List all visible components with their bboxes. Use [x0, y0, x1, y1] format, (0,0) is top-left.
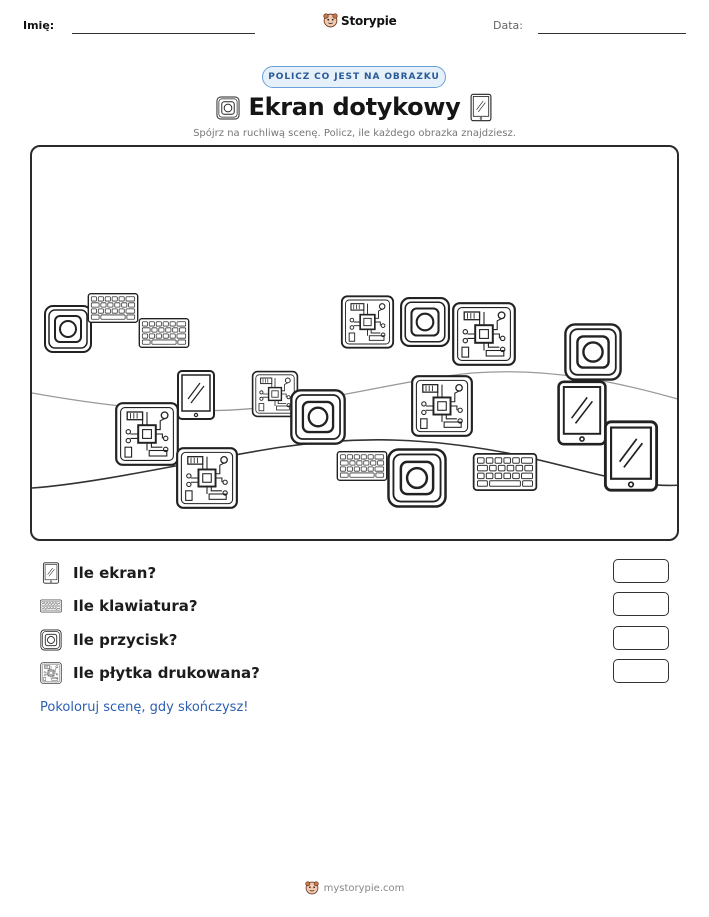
- date-field[interactable]: [538, 33, 686, 34]
- question-text: Ile ekran?: [73, 564, 157, 582]
- scene-keyboard: [336, 447, 388, 485]
- scene-circuit-board: [410, 374, 474, 438]
- circuit-board-icon: [40, 662, 62, 684]
- screen-icon: [470, 93, 492, 122]
- answer-box-circuit-board[interactable]: [613, 659, 669, 683]
- activity-badge: POLICZ CO JEST NA OBRAZKU: [262, 66, 446, 88]
- screen-icon: [40, 562, 62, 584]
- scene-button: [43, 304, 93, 354]
- footer-url[interactable]: mystorypie.com: [323, 882, 405, 894]
- instructions: Spójrz na ruchliwą scenę. Policz, ile ka…: [193, 128, 516, 139]
- scene-button: [289, 388, 347, 446]
- answer-box-button[interactable]: [613, 626, 669, 650]
- question-circuit-board: Ile płytka drukowana?: [40, 660, 260, 686]
- name-field[interactable]: [72, 33, 255, 34]
- brand-name: Storypie: [341, 13, 397, 28]
- scene-button: [386, 447, 448, 509]
- scene-screen: [602, 419, 660, 493]
- scene-circuit-board: [450, 301, 518, 367]
- page-title: Ekran dotykowy: [248, 93, 461, 121]
- answer-box-screen[interactable]: [613, 559, 669, 583]
- keyboard-icon: [40, 595, 62, 617]
- scene-button: [399, 296, 451, 348]
- scene-circuit-board: [340, 294, 395, 350]
- scene-screen: [176, 368, 216, 422]
- mascot-icon: [305, 881, 319, 895]
- counting-scene: [30, 145, 679, 541]
- mascot-icon: [323, 13, 338, 28]
- question-text: Ile klawiatura?: [73, 597, 198, 615]
- scene-circuit-board: [175, 446, 239, 510]
- footer: mystorypie.com: [0, 881, 709, 895]
- button-icon: [40, 629, 62, 651]
- scene-keyboard: [87, 290, 139, 326]
- scene-keyboard: [472, 450, 538, 494]
- question-screen: Ile ekran?: [40, 560, 156, 586]
- brand-logo: Storypie: [323, 13, 397, 28]
- question-text: Ile płytka drukowana?: [73, 664, 260, 682]
- scene-screen: [556, 379, 608, 447]
- name-label: Imię:: [23, 19, 55, 32]
- answer-box-keyboard[interactable]: [613, 592, 669, 616]
- scene-button: [563, 322, 623, 382]
- date-label: Data:: [493, 19, 523, 32]
- scene-keyboard: [138, 315, 190, 351]
- question-text: Ile przycisk?: [73, 631, 178, 649]
- question-button: Ile przycisk?: [40, 627, 177, 653]
- question-keyboard: Ile klawiatura?: [40, 593, 198, 619]
- color-instruction: Pokoloruj scenę, gdy skończysz!: [40, 700, 249, 715]
- scene-circuit-board: [114, 401, 180, 467]
